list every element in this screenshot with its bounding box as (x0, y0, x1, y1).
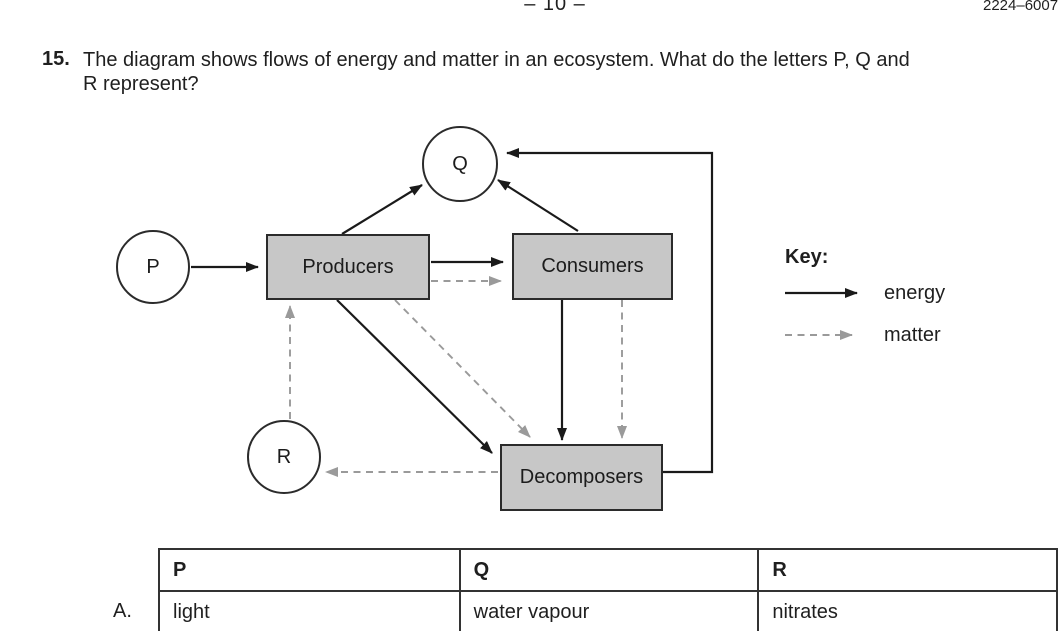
answer-table-header-p: P (160, 550, 459, 592)
node-box-decomposers: Decomposers (500, 444, 663, 511)
node-circle-r-label: R (276, 445, 292, 468)
page-number: – 10 – (524, 0, 586, 15)
energy-arrow-producers-to-q (341, 184, 423, 235)
node-box-producers: Producers (266, 234, 430, 300)
energy-arrow-consumers-to-q (497, 179, 579, 232)
question-number: 15. (42, 48, 70, 70)
node-circle-r: R (247, 420, 321, 494)
answer-cell-a-p: light (173, 601, 210, 623)
answer-table-header-r: R (757, 550, 1056, 592)
node-circle-q: Q (422, 126, 498, 202)
answer-table-header-row: P Q R (160, 550, 1056, 592)
node-box-decomposers-label: Decomposers (519, 466, 644, 488)
answer-cell-a-q: water vapour (458, 592, 758, 631)
paper-code: 2224–6007 (983, 0, 1059, 14)
node-box-consumers: Consumers (512, 233, 673, 300)
question-text-line1: The diagram shows flows of energy and ma… (83, 49, 910, 71)
matter-arrow-producers-to-decomposers (394, 299, 531, 438)
answer-table-header-q: Q (458, 550, 758, 592)
energy-arrow-producers-to-decomposers (336, 299, 493, 454)
answer-table: P Q R light water vapour nitrates (158, 548, 1058, 631)
answer-row-label-a: A. (113, 600, 132, 622)
answer-table-row-a: light water vapour nitrates (160, 592, 1056, 631)
question-text: The diagram shows flows of energy and ma… (83, 48, 1023, 96)
key-matter-label: matter (884, 324, 941, 346)
node-circle-q-label: Q (452, 152, 468, 175)
node-circle-p: P (116, 230, 190, 304)
node-box-consumers-label: Consumers (541, 255, 644, 277)
key-energy-label: energy (884, 282, 946, 304)
key-title: Key: (785, 246, 829, 268)
energy-arrow-decomposers-loop-to-q (506, 148, 714, 474)
question-text-line2: R represent? (83, 73, 199, 95)
node-box-producers-label: Producers (302, 255, 394, 278)
node-circle-p-label: P (146, 255, 160, 278)
answer-cell-a-r: nitrates (757, 592, 1056, 631)
